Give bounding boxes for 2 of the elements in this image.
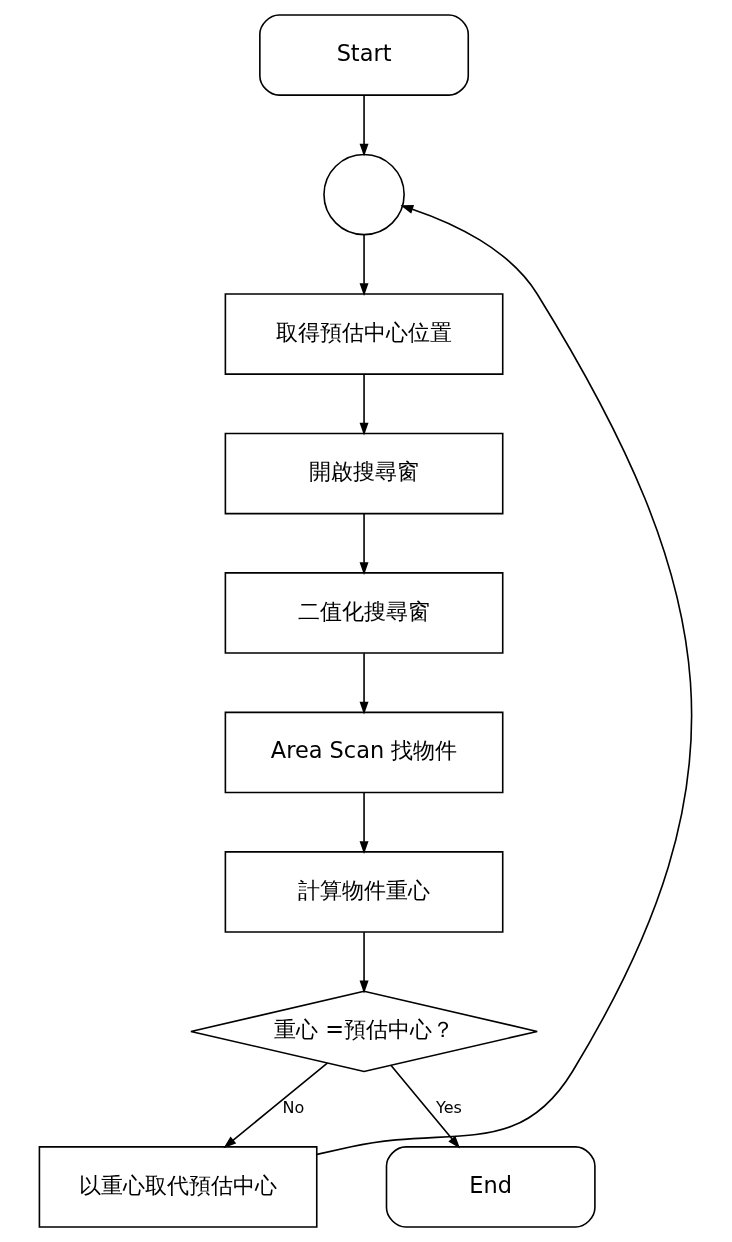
edge-label: No [282, 1098, 305, 1118]
edge-label: Yes [436, 1098, 462, 1118]
